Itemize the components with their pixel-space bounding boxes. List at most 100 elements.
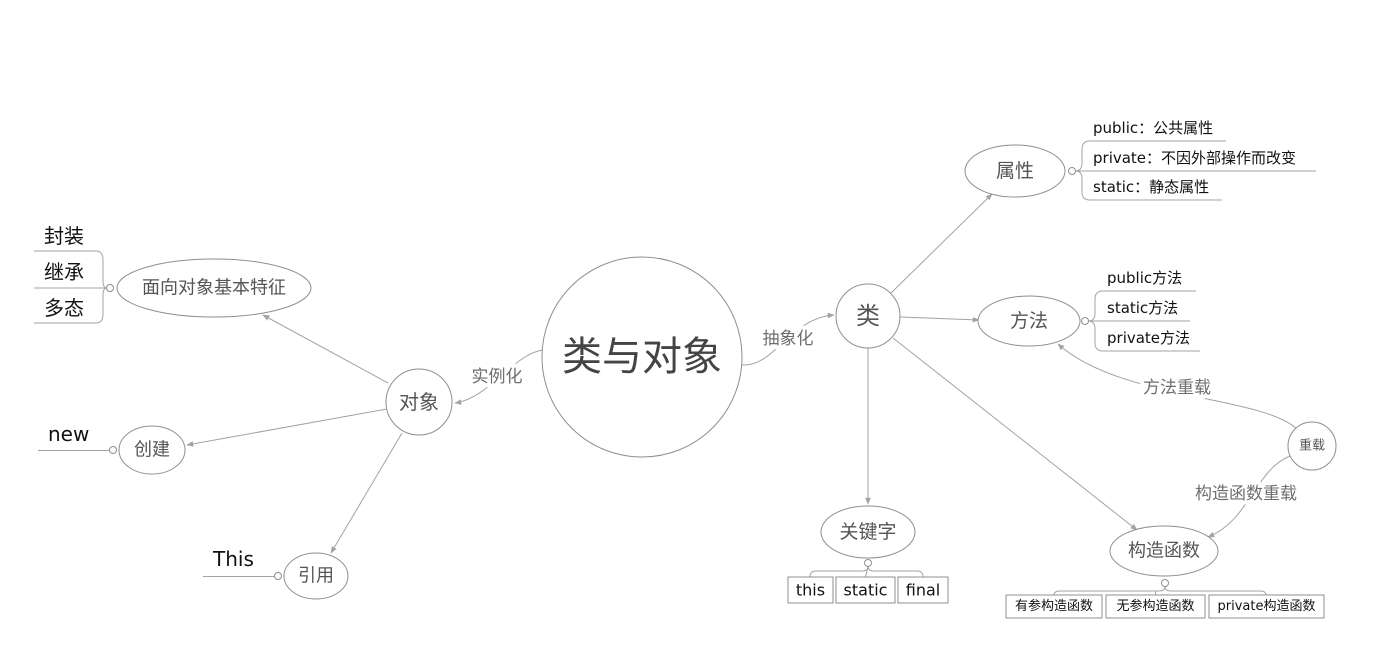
leaf-param-constructor-label: 有参构造函数 <box>1015 598 1093 614</box>
oop-features-leaves: 封装 继承 多态 <box>34 224 114 324</box>
leaf-line-this-keyword <box>809 566 869 578</box>
edge-label-constructor-overload: 构造函数重载 <box>1195 484 1297 504</box>
leaf-noparam-constructor-box <box>1105 594 1206 619</box>
leaf-noparam-constructor-label: 无参构造函数 <box>1116 598 1194 614</box>
create-connector <box>109 446 117 454</box>
node-create-label: 创建 <box>134 440 170 461</box>
node-oop-features-label: 面向对象基本特征 <box>142 278 286 299</box>
relation-overload-to-method <box>1057 343 1298 430</box>
leaf-final-keyword-box <box>897 576 949 604</box>
leaf-polymorphism: 多态 <box>44 296 84 320</box>
leaf-line-static-keyword <box>865 566 869 578</box>
edge-object-to-reference <box>330 432 403 554</box>
node-constructor-shape <box>1109 525 1219 577</box>
leaf-static-keyword-label: static <box>844 581 888 600</box>
leaf-line-private-constructor <box>1164 586 1267 596</box>
leaf-private-constructor: private构造函数 <box>1208 594 1325 619</box>
node-method: 方法 <box>977 295 1081 347</box>
node-class: 类 <box>835 283 901 349</box>
method-connector <box>1081 317 1089 325</box>
node-object: 对象 <box>385 368 453 436</box>
leaf-public-attribute: public：公共属性 <box>1093 119 1213 137</box>
leaf-param-constructor-box <box>1005 594 1103 619</box>
edge-label-method-overload: 方法重载 <box>1143 378 1211 398</box>
node-root: 类与对象 <box>541 256 743 458</box>
edge-class-to-attribute <box>890 193 993 294</box>
reference-leaves: This <box>203 547 282 580</box>
leaf-this: This <box>212 547 254 571</box>
leaf-line-final-keyword <box>867 566 924 578</box>
node-create-shape <box>118 425 186 475</box>
node-class-label: 类 <box>856 302 880 330</box>
edge-class-to-constructor <box>892 337 1138 531</box>
node-object-label: 对象 <box>399 390 439 414</box>
edge-label-abstract: 抽象化 <box>763 329 814 349</box>
node-oop-features-shape <box>116 258 312 318</box>
leaf-static-keyword: static <box>835 576 896 604</box>
reference-connector <box>274 572 282 580</box>
constructor-connector <box>1161 579 1169 587</box>
node-reference: 引用 <box>283 552 349 600</box>
node-method-shape <box>977 295 1081 347</box>
node-keyword-label: 关键字 <box>839 521 896 543</box>
edge-object-to-oop-features <box>262 314 389 384</box>
edges <box>186 193 1298 554</box>
node-keyword-shape <box>820 505 916 559</box>
node-reference-label: 引用 <box>298 566 334 587</box>
leaf-final-keyword: final <box>897 576 949 604</box>
method-leaves: public方法 static方法 private方法 <box>1081 269 1200 352</box>
node-overload-shape <box>1287 421 1337 471</box>
leaf-new: new <box>48 422 89 446</box>
node-root-label: 类与对象 <box>562 334 722 380</box>
node-keyword: 关键字 <box>820 505 916 559</box>
leaf-line-public-method <box>1088 290 1196 322</box>
leaf-param-constructor: 有参构造函数 <box>1005 594 1103 619</box>
leaf-line-encapsulation <box>34 250 107 289</box>
node-overload-label: 重载 <box>1299 438 1325 454</box>
edge-object-to-create <box>186 408 388 447</box>
edge-root-to-class <box>741 312 835 366</box>
leaf-private-attribute: private：不因外部操作而改变 <box>1093 149 1296 167</box>
leaf-noparam-constructor: 无参构造函数 <box>1105 594 1206 619</box>
leaf-public-method: public方法 <box>1107 269 1182 287</box>
edge-label-instantiate: 实例化 <box>472 367 523 387</box>
leaf-static-attribute: static：静态属性 <box>1093 178 1209 196</box>
leaf-static-method: static方法 <box>1107 299 1178 317</box>
node-attribute: 属性 <box>964 144 1066 198</box>
keyword-connector <box>864 559 872 567</box>
leaf-line-private-method <box>1088 320 1200 352</box>
leaf-private-constructor-box <box>1208 594 1325 619</box>
leaf-private-method: private方法 <box>1107 329 1190 347</box>
node-reference-shape <box>283 552 349 600</box>
leaf-this-keyword-box <box>787 576 834 604</box>
node-oop-features: 面向对象基本特征 <box>116 258 312 318</box>
node-method-label: 方法 <box>1010 310 1048 332</box>
node-attribute-shape <box>964 144 1066 198</box>
create-leaves: new <box>38 422 117 454</box>
oop-features-connector <box>106 284 114 292</box>
attribute-leaves: public：公共属性 private：不因外部操作而改变 static：静态属… <box>1068 119 1316 201</box>
leaf-static-keyword-box <box>835 576 896 604</box>
node-root-shape <box>541 256 743 458</box>
node-object-shape <box>385 368 453 436</box>
leaf-this-keyword: this <box>787 576 834 604</box>
leaf-inheritance: 继承 <box>44 260 84 284</box>
attribute-connector <box>1068 167 1076 175</box>
leaf-encapsulation: 封装 <box>44 224 84 248</box>
leaf-line-static-attribute <box>1075 170 1222 201</box>
node-create: 创建 <box>118 425 186 475</box>
keyword-leaves: this static final <box>787 559 949 604</box>
leaf-line-param-constructor <box>1053 586 1166 596</box>
node-constructor-label: 构造函数 <box>1128 541 1200 562</box>
node-attribute-label: 属性 <box>996 160 1034 182</box>
node-constructor: 构造函数 <box>1109 525 1219 577</box>
leaf-this-keyword-label: this <box>796 581 825 600</box>
leaf-final-keyword-label: final <box>906 581 940 600</box>
relation-overload-to-constructor <box>1207 455 1291 538</box>
constructor-leaves: 有参构造函数 无参构造函数 private构造函数 <box>1005 579 1325 619</box>
edge-class-to-method <box>899 316 980 323</box>
node-overload: 重载 <box>1287 421 1337 471</box>
leaf-private-constructor-label: private构造函数 <box>1218 599 1316 614</box>
leaf-line-public-attribute <box>1075 140 1226 172</box>
